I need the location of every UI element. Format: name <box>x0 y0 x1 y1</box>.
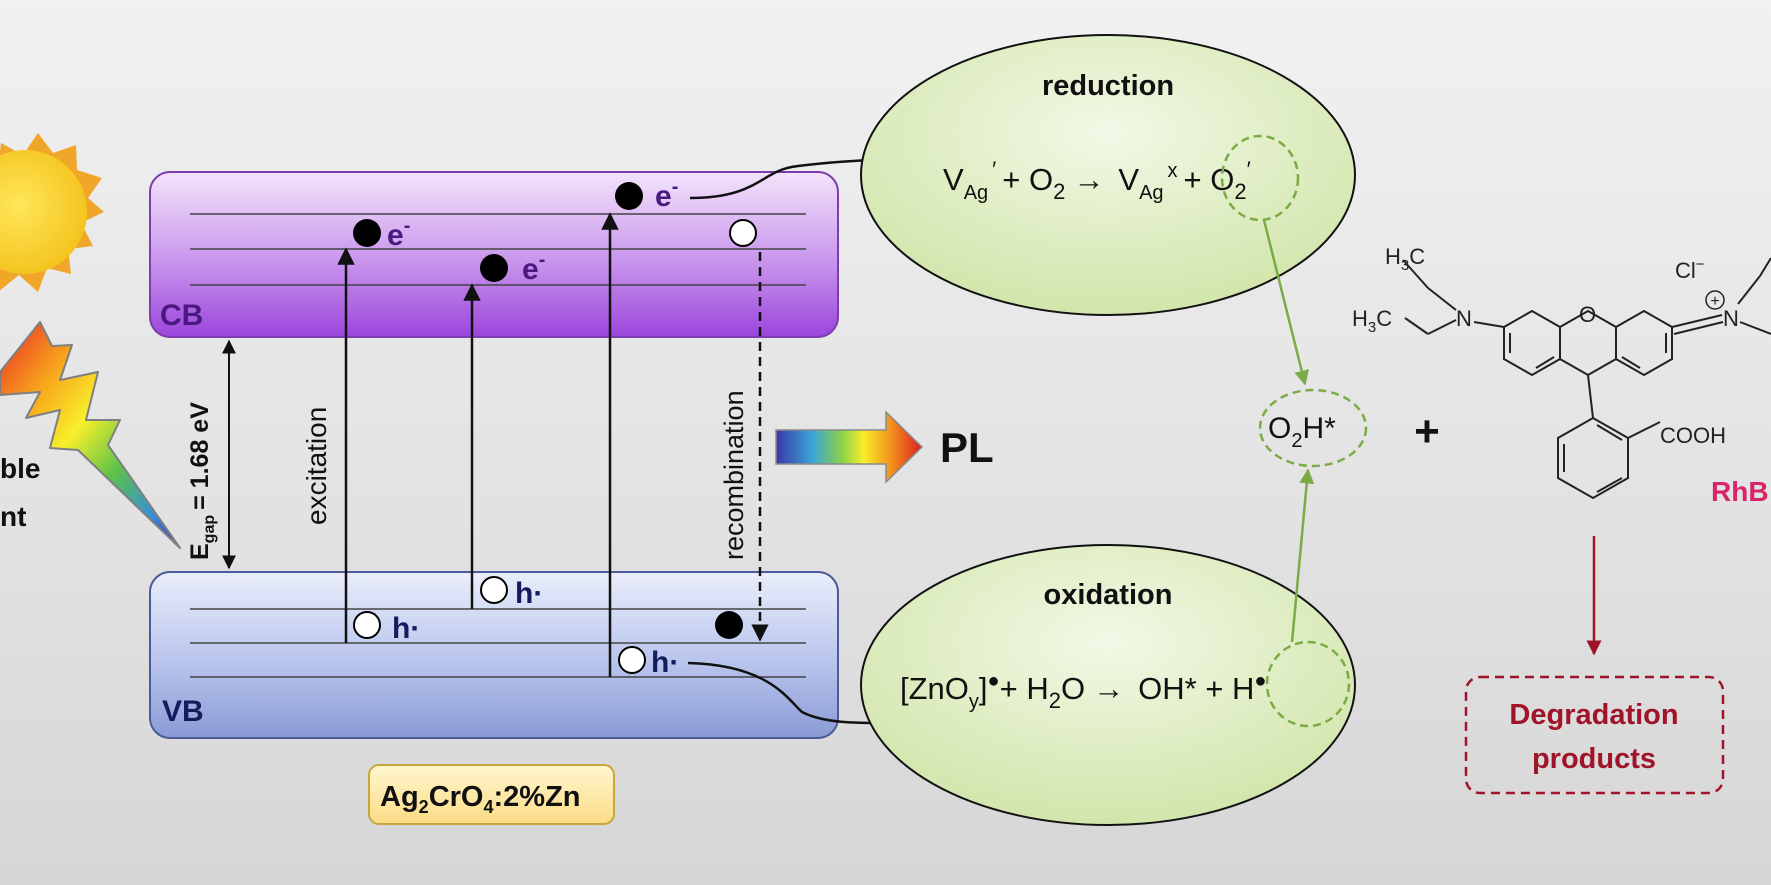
degradation-line2: products <box>1532 743 1656 775</box>
intermediate-highlight <box>1258 388 1368 468</box>
electron-dot <box>480 254 508 282</box>
electron-label: e- <box>522 249 545 286</box>
sun-icon <box>0 133 104 292</box>
positive-charge-icon <box>1705 290 1725 310</box>
light-label-line1: ble <box>0 453 40 484</box>
hole-transfer-arrow <box>687 661 900 732</box>
valence-band: VB <box>149 571 839 739</box>
iminium-n-label: N <box>1723 306 1739 331</box>
vb-label: VB <box>162 695 204 728</box>
hole-dot <box>480 576 508 604</box>
excitation-label: excitation <box>301 407 332 525</box>
cooh-label: COOH <box>1660 423 1726 448</box>
oxidation-equation: [ZnOy]●+ H2O→OH* + H● <box>900 670 1266 713</box>
band-gap-label: Egap= 1.68 eV <box>186 402 218 560</box>
intermediate-label: O2H* <box>1268 412 1336 452</box>
electron-label: e- <box>387 215 410 252</box>
hole-dot <box>353 611 381 639</box>
hydrogen-radical-highlight <box>1265 640 1351 728</box>
svg-text:Egap= 1.68 eV: Egap= 1.68 eV <box>186 402 218 560</box>
rhodamine-b-structure <box>1402 257 1771 500</box>
positive-charge: + <box>1710 293 1719 310</box>
hole-dot <box>729 219 757 247</box>
oxidation-ellipse <box>860 544 1356 826</box>
lightning-bolt-icon <box>0 321 181 549</box>
plus-sign: + <box>1414 407 1440 456</box>
reduction-equation: VAg′+ O2→VAgx+ O2′ <box>943 157 1251 204</box>
h3c-label-1: H3C <box>1385 244 1425 274</box>
light-label-line2: nt <box>0 501 26 532</box>
hole-label: h· <box>651 646 679 679</box>
hole-label: h· <box>515 577 543 610</box>
hole-label: h· <box>392 612 420 645</box>
electron-dot <box>615 182 643 210</box>
reduction-ellipse <box>860 34 1356 316</box>
cb-label: CB <box>160 299 203 332</box>
rhb-label: RhB <box>1711 476 1769 507</box>
green-arrow-up <box>1290 468 1315 643</box>
oxygen-label: O <box>1579 302 1596 327</box>
chloride-label: Cl− <box>1675 256 1705 283</box>
svg-text:Ag2CrO4:2%Zn: Ag2CrO4:2%Zn <box>380 781 581 817</box>
superoxide-highlight <box>1220 134 1300 222</box>
reduction-title: reduction <box>1042 70 1174 102</box>
electron-dot <box>715 611 743 639</box>
electron-dot <box>353 219 381 247</box>
electron-label: e- <box>655 176 678 213</box>
material-label-box: Ag2CrO4:2%Zn <box>368 764 615 825</box>
recombination-label: recombination <box>719 390 749 560</box>
green-arrow-down <box>1262 219 1310 386</box>
pl-label: PL <box>940 424 994 471</box>
hole-dot <box>618 646 646 674</box>
amine-n-label: N <box>1456 306 1472 331</box>
degradation-line1: Degradation <box>1509 699 1678 731</box>
degradation-products-box <box>1464 675 1725 795</box>
h3c-label-2: H3C <box>1352 306 1392 336</box>
oxidation-title: oxidation <box>1044 579 1173 611</box>
pl-emission-arrow <box>775 410 924 484</box>
